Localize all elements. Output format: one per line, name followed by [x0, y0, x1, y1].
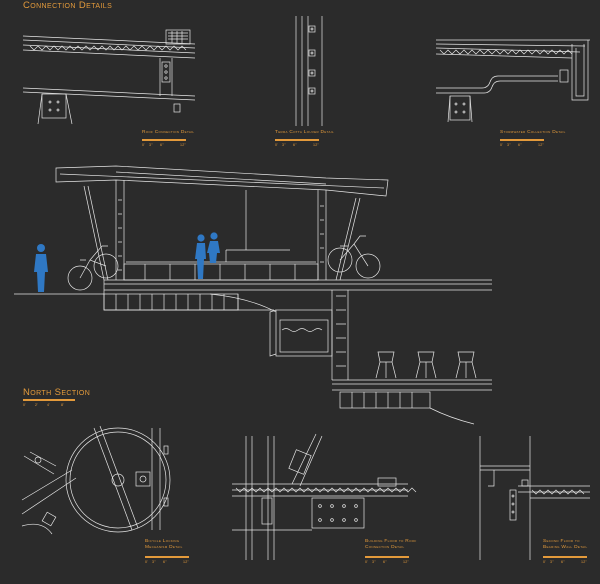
scale-labels-roof: 0'3"6"12" [142, 143, 186, 147]
scale-labels-louver: 0'3"6"12" [275, 143, 319, 147]
scale-labels-bicycle: 0'3"6"12" [145, 560, 189, 564]
scale-bar-bearing-wall [543, 556, 587, 558]
bearing-wall-drawing [479, 436, 590, 560]
scale-bar-roof [142, 139, 186, 141]
caption-stormwater-detail: Stormwater Collection Detail [500, 130, 566, 135]
caption-floor-roof-detail: Building Floor to Roof Connection Detail [365, 539, 417, 550]
figure-left [34, 244, 48, 292]
caption-louver-detail: Terra Cotta Louver Detail [275, 130, 334, 135]
scale-bar-louver [275, 139, 319, 141]
floor-roof-connection-drawing [232, 433, 417, 560]
section-scale-bar [23, 399, 75, 401]
scale-bar-floor-roof [365, 556, 409, 558]
bicycle-lock-drawing [21, 425, 171, 535]
figure-couple-a [195, 234, 206, 279]
scale-labels-stormwater: 0'3"6"12" [500, 143, 544, 147]
scale-labels-bearing-wall: 0'3"6"12" [543, 560, 587, 564]
scale-bar-bicycle [145, 556, 189, 558]
caption-bearing-wall-detail: Second Floor to Bearing Wall Detail [543, 539, 588, 550]
louver-drawing [295, 16, 323, 126]
roof-connection-drawing [22, 29, 196, 125]
stormwater-drawing [435, 39, 590, 123]
section-scale-labels: 0'2'4'8' [23, 403, 65, 407]
section-title: North Section [23, 387, 91, 398]
north-section-drawing [14, 165, 492, 425]
scale-bar-stormwater [500, 139, 544, 141]
board-title: Connection Details [23, 0, 113, 11]
caption-bicycle-detail: Bicycle Locking Mechanism Detail [145, 539, 183, 550]
figure-couple-b [207, 232, 220, 263]
human-figures [34, 232, 220, 292]
caption-roof-detail: Roof Connection Detail [142, 130, 195, 135]
scale-labels-floor-roof: 0'3"6"12" [365, 560, 409, 564]
